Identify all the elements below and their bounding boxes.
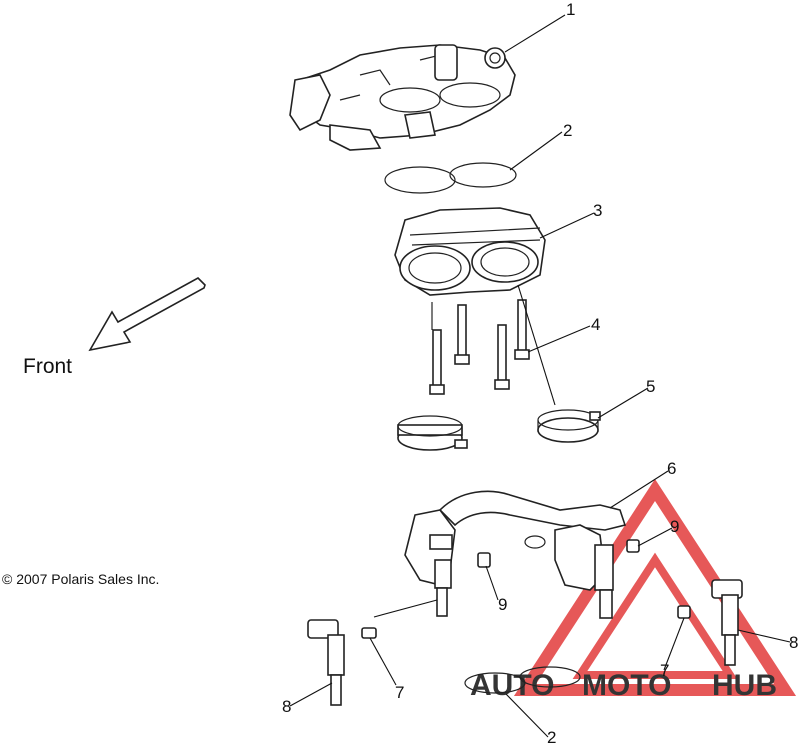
o-ring-pair-top — [384, 162, 517, 194]
leader-lines — [289, 14, 791, 738]
callout-9-left: 9 — [498, 595, 507, 614]
watermark-text-moto: MOTO — [582, 669, 671, 702]
callout-3: 3 — [593, 201, 602, 220]
callout-labels: 1 2 3 4 5 6 9 9 8 8 7 7 2 — [282, 0, 798, 747]
callout-7-left: 7 — [395, 683, 404, 702]
clips-7 — [361, 605, 691, 639]
fuel-rail-assembly — [404, 490, 627, 619]
watermark-triangle-inner — [572, 552, 738, 679]
fuel-injector-right — [711, 579, 743, 666]
intake-boot — [394, 207, 546, 296]
o-ring-pair-bottom — [464, 666, 581, 694]
throttle-body — [289, 44, 516, 151]
callout-2-top: 2 — [563, 121, 572, 140]
copyright-notice: © 2007 Polaris Sales Inc. — [2, 571, 159, 587]
callout-8-left: 8 — [282, 697, 291, 716]
callout-1: 1 — [566, 0, 575, 19]
callout-4: 4 — [591, 315, 600, 334]
callout-7-right: 7 — [660, 661, 669, 680]
watermark-text-hub: HUB — [712, 669, 777, 702]
callout-2-bottom: 2 — [547, 728, 556, 746]
hose-clamps — [397, 409, 601, 451]
front-direction-arrow: Front — [23, 277, 206, 378]
callout-5: 5 — [646, 377, 655, 396]
callout-9-right: 9 — [670, 517, 679, 536]
bolt-set — [429, 299, 530, 395]
callout-6: 6 — [667, 459, 676, 478]
front-label: Front — [23, 355, 72, 378]
callout-8-right: 8 — [789, 633, 798, 652]
fuel-injector-left — [307, 619, 345, 706]
